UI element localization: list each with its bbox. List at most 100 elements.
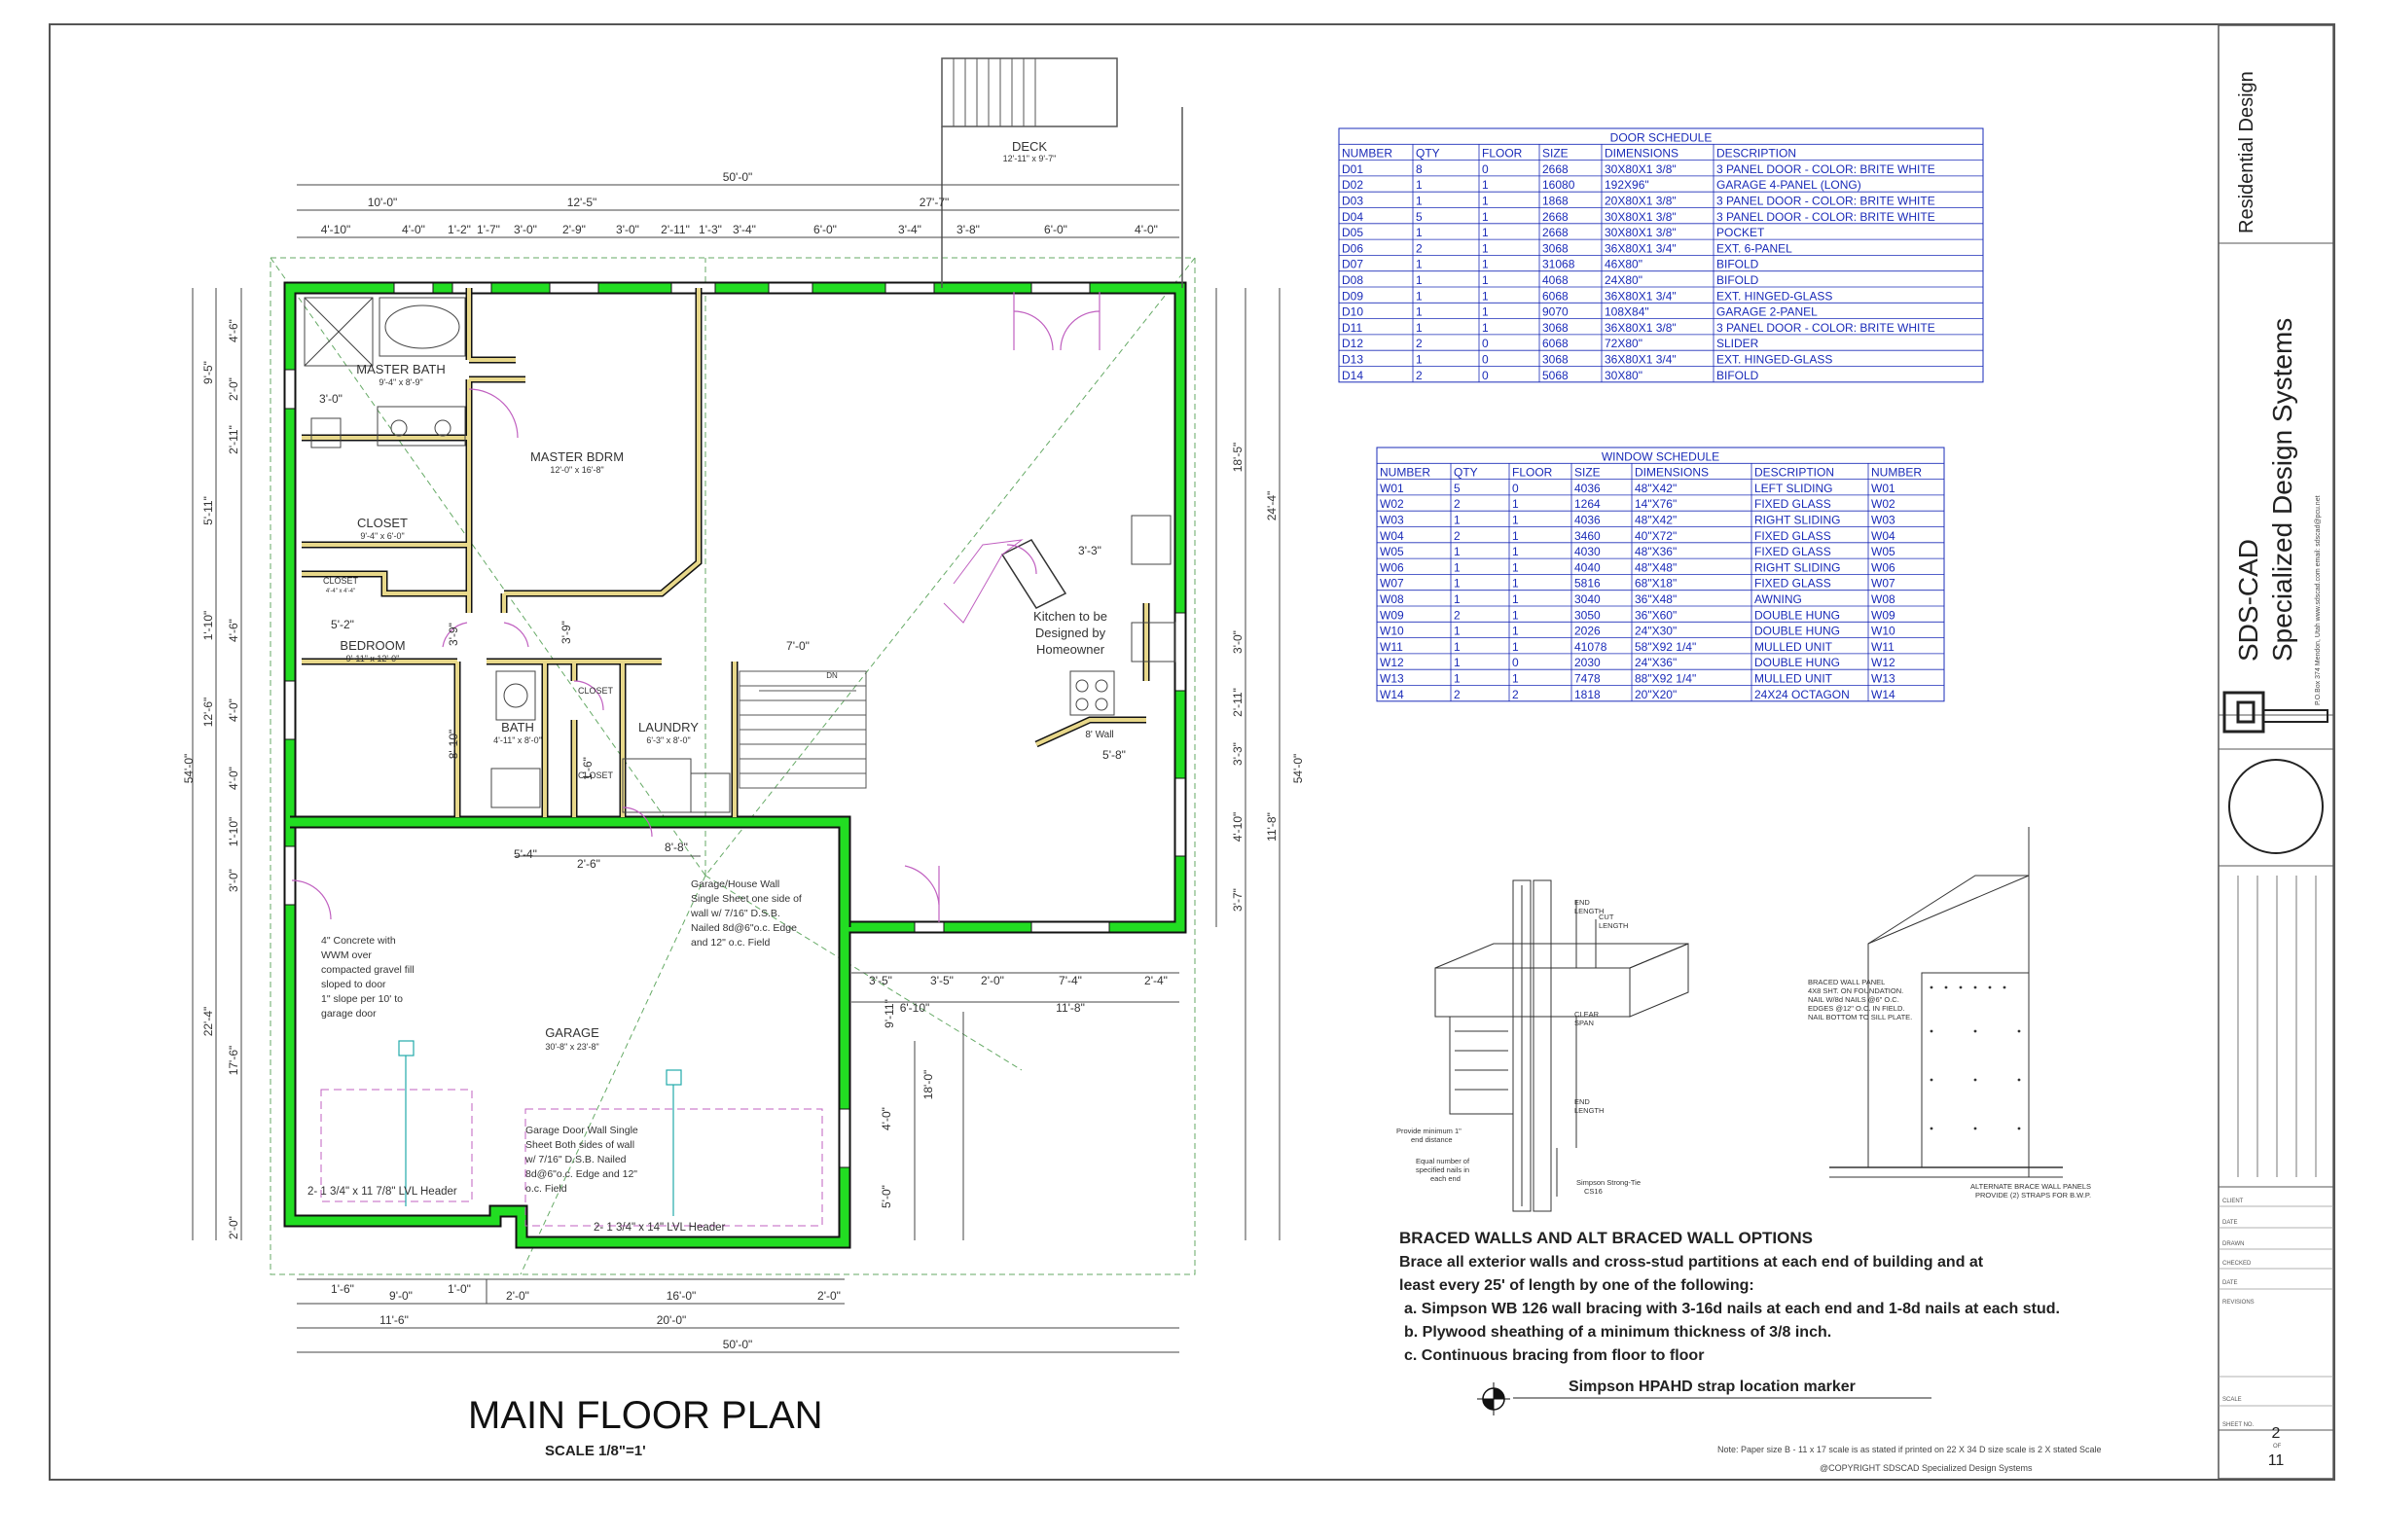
window-schedule-cell: W11 [1871,640,1895,654]
window-schedule-cell: 2030 [1574,656,1601,669]
window-schedule-cell: AWNING [1754,592,1802,606]
window-schedule-cell: 88"X92 1/4" [1635,672,1696,686]
braced-walls-title: BRACED WALLS AND ALT BRACED WALL OPTIONS [1399,1229,1813,1247]
window-schedule-cell: 1818 [1574,688,1601,701]
window-schedule-cell: W03 [1380,514,1404,527]
braced-walls-line-1: Brace all exterior walls and cross-stud … [1399,1254,1984,1271]
note-garage-door-wall-0: Garage Door Wall Single [525,1125,638,1136]
door-schedule-header-5: DESCRIPTION [1716,147,1796,161]
door-schedule-cell: D01 [1342,162,1363,176]
dim-right-inner-2: 3'-3" [1231,742,1245,766]
door-schedule-cell: D09 [1342,289,1363,303]
door-schedule-cell: BIFOLD [1716,273,1759,287]
detail-clear-span-0: CLEAR [1574,1010,1600,1019]
dim-bottom-2-2: 16'-0" [667,1289,697,1303]
garage-doors [320,1089,823,1227]
room-closet-small-label: CLOSET [323,576,359,586]
doors [291,292,1101,922]
dim-misc-d40: 4'-0" [880,1107,893,1130]
window-schedule-cell: W03 [1871,514,1895,527]
tb-of: OF [2273,1444,2282,1450]
window-schedule-cell: W05 [1871,545,1895,558]
door-schedule-cell: 1 [1482,241,1489,255]
room-garage-label: GARAGE [545,1025,599,1040]
door-schedule-cell: 9070 [1542,305,1569,319]
room-bedroom-label: BEDROOM [340,638,405,653]
window-schedule-cell: 3040 [1574,592,1601,606]
room-master-bdrm-size: 12'-0" x 16'-8" [550,465,603,475]
dim-top-1-2: 27'-7" [920,196,950,209]
room-closet-size: 9'-4" x 6'-0" [360,531,404,541]
window-schedule-cell: 36"X48" [1635,592,1677,606]
detail-equal-number-0: Equal number of [1416,1157,1470,1165]
tb-field-date2: DATE [2222,1280,2238,1286]
garage-openers [398,1040,682,1216]
door-schedule-cell: 108X84" [1605,305,1649,319]
window-schedule-cell: RIGHT SLIDING [1754,560,1840,574]
note-garage-door-wall-2: w/ 7/16" D.S.B. Nailed [524,1154,627,1165]
window-schedule-cell: 0 [1512,656,1519,669]
note-garage-wall-0: Garage/House Wall [691,878,779,890]
door-schedule-cell: 46X80" [1605,258,1642,271]
room-closet-laundry-label: CLOSET [578,770,614,780]
window-schedule-cell: W02 [1871,497,1895,511]
door-schedule-cell: 1 [1416,353,1423,367]
note-concrete-0: 4" Concrete with [321,935,396,947]
dim-misc-d20: 2'-0" [981,974,1004,987]
dim-left-inner-4: 4'-0" [227,698,240,722]
detail-simpson-1: CS16 [1584,1187,1603,1196]
door-schedule-cell: EXT. 6-PANEL [1716,241,1792,255]
window-schedule-cell: 4036 [1574,482,1601,495]
tb-stripes [2237,876,2317,1177]
window-schedule-cell: 1 [1512,640,1519,654]
window-schedule-cell: W01 [1380,482,1404,495]
tb-field-sheet: SHEET NO. [2222,1422,2255,1428]
windows [284,282,1186,1168]
braced-walls-notes: BRACED WALLS AND ALT BRACED WALL OPTIONS… [1399,1229,2060,1415]
window-schedule-cell: 1 [1512,545,1519,558]
dim-misc-d52: 5'-2" [331,618,354,631]
window-schedule-cell: 1 [1512,497,1519,511]
window-schedule-cell: 2 [1454,608,1461,622]
note-garage-wall-2: wall w/ 7/16" D.S.B. [690,908,780,919]
window-schedule-cell: W01 [1871,482,1895,495]
window-schedule-cell: 24X24 OCTAGON [1754,688,1850,701]
window-schedule-cell: 1 [1454,656,1461,669]
door-schedule-cell: 1 [1416,305,1423,319]
dim-misc-d118: 11'-8" [1056,1001,1085,1015]
window-schedule-cell: 4040 [1574,560,1601,574]
door-schedule-cell: 3068 [1542,321,1569,335]
note-concrete-2: compacted gravel fill [321,964,415,976]
door-schedule-cell: 0 [1482,353,1489,367]
dim-right-outer-0: 54'-0" [1291,754,1305,784]
dim-left-inner-1: 2'-0" [227,377,240,401]
dim-left-inner-0: 4'-6" [227,319,240,342]
tb-field-date: DATE [2222,1220,2238,1226]
window-schedule-cell: 1 [1454,577,1461,591]
door-schedule-cell: BIFOLD [1716,258,1759,271]
room-closet-bath-label: CLOSET [578,686,614,696]
window-schedule-cell: 3460 [1574,529,1601,543]
window-schedule-cell: DOUBLE HUNG [1754,625,1840,638]
window-schedule-cell: W04 [1380,529,1404,543]
tb-company2: Specialized Design Systems [2267,318,2297,662]
dim-right-inner-4: 3'-7" [1231,888,1245,912]
window-schedule-cell: 24"X36" [1635,656,1677,669]
window-schedule-cell: 4030 [1574,545,1601,558]
door-schedule-cell: 1 [1482,258,1489,271]
tb-field-revisions: REVISIONS [2222,1300,2255,1306]
detail-end-length-bot-1: LENGTH [1574,1106,1604,1115]
window-schedule-header-5: DESCRIPTION [1754,466,1834,480]
room-bedroom-size: 9'-11" x 12'-0" [346,654,400,663]
door-schedule-cell: D14 [1342,369,1363,382]
dim-misc-d35a: 3'-5" [869,974,892,987]
sds-logo [2222,691,2328,734]
window-schedule-cell: RIGHT SLIDING [1754,514,1840,527]
window-schedule-cell: W05 [1380,545,1404,558]
dim-misc-d33: 3'-3" [1078,544,1101,557]
dim-top-2-14: 4'-0" [1135,223,1158,236]
dim-misc-d35b: 3'-5" [930,974,954,987]
door-schedule-cell: GARAGE 2-PANEL [1716,305,1818,319]
dim-top-2-3: 1'-7" [477,223,500,236]
